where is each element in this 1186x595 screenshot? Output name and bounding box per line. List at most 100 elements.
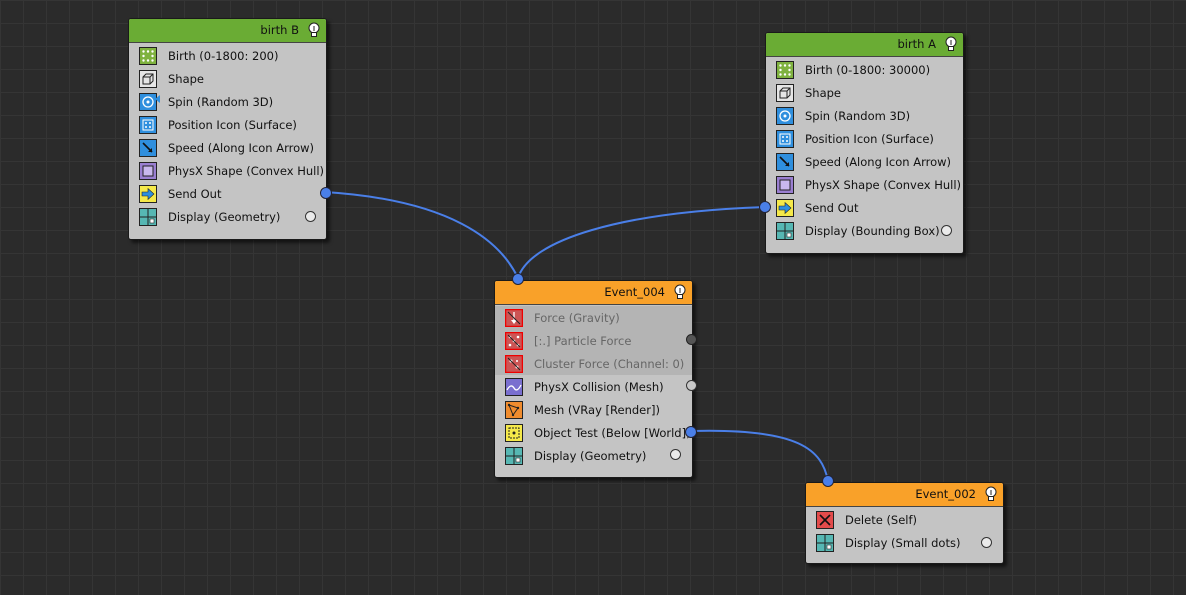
- node-header[interactable]: birth B: [129, 19, 326, 43]
- node-event-004[interactable]: Event_004 Force (Gravity) [:.] Particle …: [494, 273, 697, 478]
- node-header[interactable]: Event_004: [495, 281, 692, 305]
- operator-row[interactable]: Display (Geometry): [129, 205, 326, 228]
- operator-row[interactable]: PhysX Collision (Mesh): [495, 375, 692, 398]
- operator-label: Shape: [168, 71, 205, 86]
- operator-label: Birth (0-1800: 200): [168, 48, 279, 63]
- operator-row[interactable]: Position Icon (Surface): [766, 127, 963, 150]
- operator-label: Display (Geometry): [534, 448, 647, 463]
- operator-label: Speed (Along Icon Arrow): [805, 154, 952, 169]
- birth-icon: [776, 60, 794, 79]
- operator-row[interactable]: Cluster Force (Channel: 0): [495, 352, 692, 375]
- operator-row[interactable]: Force (Gravity): [495, 306, 692, 329]
- birth-icon: [139, 46, 157, 65]
- display-toggle-port[interactable]: [981, 537, 992, 548]
- mesh-icon: [505, 400, 523, 419]
- operator-row[interactable]: Birth (0-1800: 30000): [766, 58, 963, 81]
- operator-label: PhysX Collision (Mesh): [534, 379, 664, 394]
- operator-label: Mesh (VRay [Render]): [534, 402, 660, 417]
- operator-label: PhysX Shape (Convex Hull): [805, 177, 962, 192]
- node-title: birth B: [260, 23, 299, 37]
- operator-row[interactable]: Display (Small dots): [806, 531, 1003, 554]
- node-birth-b[interactable]: birth B Birth (0-1800: 200) Shape Spin (…: [128, 18, 332, 240]
- display-icon: [816, 533, 834, 552]
- operator-label: Force (Gravity): [534, 310, 620, 325]
- operator-label: Birth (0-1800: 30000): [805, 62, 931, 77]
- operator-label: Display (Small dots): [845, 535, 961, 550]
- operator-row[interactable]: Send Out: [129, 182, 326, 205]
- node-title: Event_004: [604, 285, 665, 299]
- shape-icon: [776, 83, 794, 102]
- display-toggle-port[interactable]: [670, 449, 681, 460]
- node-header[interactable]: birth A: [766, 33, 963, 57]
- operator-row[interactable]: Shape: [129, 67, 326, 90]
- operator-row[interactable]: Spin (Random 3D): [129, 90, 326, 113]
- display-toggle-port[interactable]: [305, 211, 316, 222]
- display-icon: [505, 446, 523, 465]
- operator-label: PhysX Shape (Convex Hull): [168, 163, 325, 178]
- delete-icon: [816, 510, 834, 529]
- operator-label: Display (Geometry): [168, 209, 281, 224]
- operator-row[interactable]: Send Out: [766, 196, 963, 219]
- lightbulb-icon[interactable]: [984, 486, 998, 502]
- operator-label: [:.] Particle Force: [534, 333, 632, 348]
- node-header[interactable]: Event_002: [806, 483, 1003, 507]
- input-port[interactable]: [822, 475, 834, 487]
- operator-label: Display (Bounding Box): [805, 223, 940, 238]
- operator-label: Send Out: [168, 186, 222, 201]
- spin-icon: [139, 92, 157, 111]
- lightbulb-icon[interactable]: [673, 284, 687, 300]
- operator-row[interactable]: PhysX Shape (Convex Hull): [766, 173, 963, 196]
- object-test-icon: [505, 423, 523, 442]
- particle-force-icon: [505, 331, 523, 350]
- output-port-object-test[interactable]: [685, 426, 697, 438]
- operator-row[interactable]: Display (Bounding Box): [766, 219, 963, 242]
- operator-row[interactable]: Display (Geometry): [495, 444, 692, 467]
- display-icon: [776, 221, 794, 240]
- output-port[interactable]: [759, 201, 771, 213]
- operator-row[interactable]: Speed (Along Icon Arrow): [129, 136, 326, 159]
- operator-row[interactable]: Speed (Along Icon Arrow): [766, 150, 963, 173]
- operator-label: Position Icon (Surface): [805, 131, 934, 146]
- wire-event-004-to-event-002: [690, 429, 829, 482]
- operator-row[interactable]: PhysX Shape (Convex Hull): [129, 159, 326, 182]
- operator-label: Delete (Self): [845, 512, 918, 527]
- lightbulb-icon[interactable]: [944, 36, 958, 52]
- operator-row[interactable]: Mesh (VRay [Render]): [495, 398, 692, 421]
- test-output-port-particle-force[interactable]: [686, 334, 697, 345]
- operator-row[interactable]: Position Icon (Surface): [129, 113, 326, 136]
- operator-label: Cluster Force (Channel: 0): [534, 356, 685, 371]
- wire-birth-b-to-event-004: [324, 191, 519, 279]
- operator-row[interactable]: Birth (0-1800: 200): [129, 44, 326, 67]
- node-title: Event_002: [915, 487, 976, 501]
- shape-icon: [139, 69, 157, 88]
- spin-icon: [776, 106, 794, 125]
- operator-row[interactable]: Delete (Self): [806, 508, 1003, 531]
- test-output-port-physx-collision[interactable]: [686, 380, 697, 391]
- operator-row[interactable]: Shape: [766, 81, 963, 104]
- operator-label: Position Icon (Surface): [168, 117, 297, 132]
- operator-row[interactable]: Object Test (Below [World]): [495, 421, 692, 444]
- position-icon: [776, 129, 794, 148]
- node-birth-a[interactable]: birth A Birth (0-1800: 30000) Shape Spin…: [759, 32, 964, 254]
- cluster-force-icon: [505, 354, 523, 373]
- output-port[interactable]: [320, 187, 332, 199]
- display-icon: [139, 207, 157, 226]
- input-port[interactable]: [512, 273, 524, 285]
- force-icon: [505, 308, 523, 327]
- operator-row[interactable]: [:.] Particle Force: [495, 329, 692, 352]
- node-event-002[interactable]: Event_002 Delete (Self) Display (Small d…: [805, 475, 1004, 564]
- lightbulb-icon[interactable]: [307, 22, 321, 38]
- operator-row[interactable]: Spin (Random 3D): [766, 104, 963, 127]
- send-out-icon: [776, 198, 794, 217]
- speed-icon: [776, 152, 794, 171]
- speed-icon: [139, 138, 157, 157]
- operator-label: Shape: [805, 85, 842, 100]
- operator-label: Send Out: [805, 200, 859, 215]
- operator-label: Spin (Random 3D): [168, 94, 274, 109]
- position-icon: [139, 115, 157, 134]
- operator-label: Speed (Along Icon Arrow): [168, 140, 315, 155]
- send-out-icon: [139, 184, 157, 203]
- display-toggle-port[interactable]: [941, 225, 952, 236]
- wire-birth-a-to-event-004: [517, 206, 766, 279]
- physx-collision-icon: [505, 377, 523, 396]
